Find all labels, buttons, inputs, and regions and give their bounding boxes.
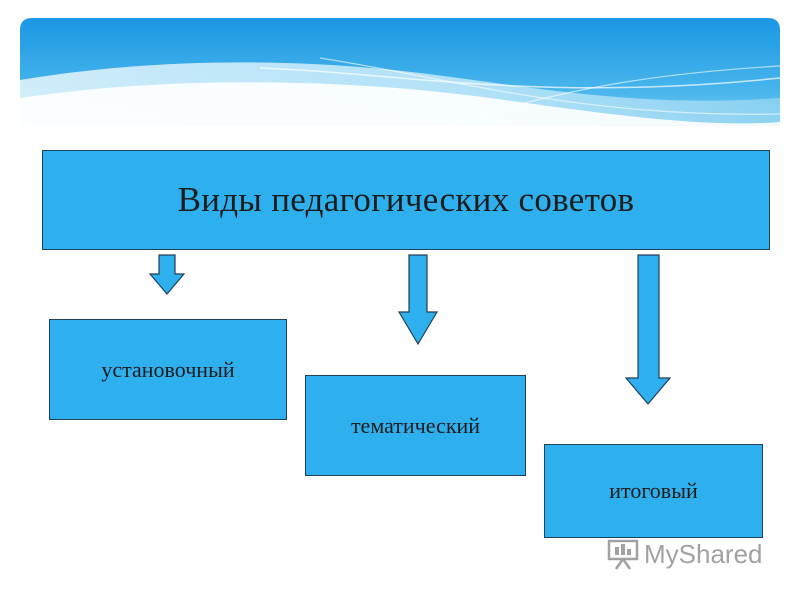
presentation-board-icon (607, 539, 639, 570)
type-label: тематический (350, 412, 481, 438)
type-box-thematic: тематический (305, 375, 526, 476)
wave-banner (20, 18, 780, 143)
watermark-text: MyShared (644, 538, 763, 569)
diagram-title-box: Виды педагогических советов (42, 150, 770, 250)
type-label: установочный (101, 356, 235, 382)
arrow-down-icon (624, 254, 672, 405)
type-box-setup: установочный (49, 319, 287, 420)
type-label: итоговый (609, 478, 698, 503)
diagram-title: Виды педагогических советов (177, 180, 635, 219)
arrow-down-icon (148, 254, 186, 295)
type-box-final: итоговый (544, 444, 763, 538)
watermark: MyShared (606, 536, 766, 572)
arrow-down-icon (397, 254, 439, 346)
